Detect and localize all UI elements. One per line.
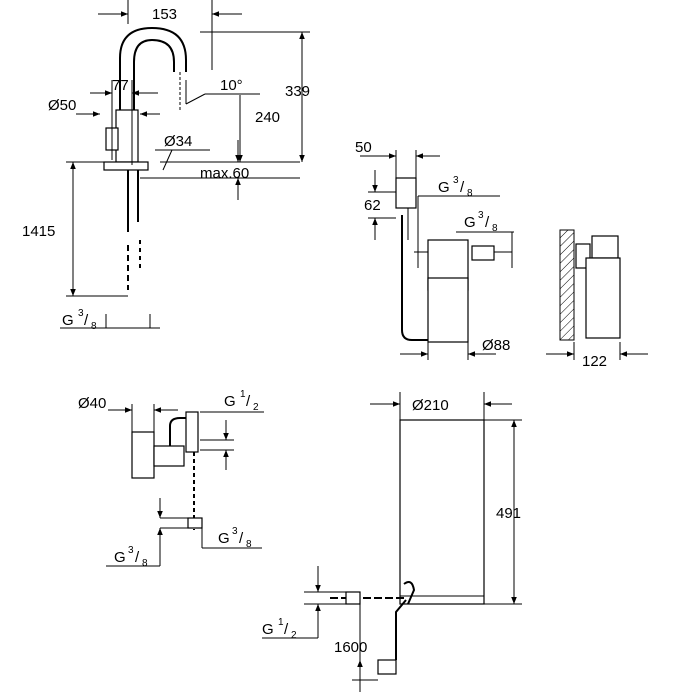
filter-hose <box>401 215 428 341</box>
valve-fitting <box>185 411 199 453</box>
svg-text:3: 3 <box>453 175 459 186</box>
valve-diameter-40-label: Ø40 <box>78 395 106 412</box>
filter-diameter-88-label: Ø88 <box>482 337 510 354</box>
faucet-max-60-label: max.60 <box>200 165 249 182</box>
valve-drawing: Ø40 G 1 / 2 G 3 / 8 G 3 / 8 <box>78 389 264 569</box>
faucet-spout-inner <box>133 38 175 145</box>
svg-text:3: 3 <box>128 545 134 556</box>
filter-thread-2-label: G <box>464 214 476 231</box>
boiler-height-491-label: 491 <box>496 505 521 522</box>
svg-text:/: / <box>84 312 89 329</box>
filter-head-connector <box>395 177 417 209</box>
boiler-drawing: Ø210 491 G 1 / 2 1600 <box>262 392 522 692</box>
svg-text:/: / <box>485 214 490 231</box>
faucet-thread-sub: 8 <box>91 321 97 332</box>
filter-thread-1-label: G <box>438 179 450 196</box>
filter-valve <box>471 245 495 261</box>
svg-text:2: 2 <box>253 402 259 413</box>
boiler-tank <box>399 419 485 605</box>
wall-hatch <box>559 229 575 341</box>
boiler-outlet <box>403 581 416 605</box>
boiler-cable <box>395 599 407 660</box>
svg-text:/: / <box>460 179 465 196</box>
faucet-height-339-label: 339 <box>285 83 310 100</box>
filter-side-cartridge <box>585 257 621 339</box>
faucet-width-153-label: 153 <box>152 6 177 23</box>
svg-text:/: / <box>135 549 140 566</box>
boiler-diameter-210-label: Ø210 <box>412 397 449 414</box>
faucet-body <box>115 109 139 163</box>
filter-width-50-label: 50 <box>355 139 372 156</box>
boiler-connector <box>345 591 361 605</box>
svg-text:1: 1 <box>240 389 246 400</box>
faucet-thread-label: G <box>62 312 74 329</box>
svg-text:1: 1 <box>278 617 284 628</box>
filter-drawing: 50 62 G 3 / 8 G 3 / 8 Ø88 122 <box>355 139 648 370</box>
faucet-diameter-50-label: Ø50 <box>48 97 76 114</box>
filter-cartridge <box>427 277 469 343</box>
svg-text:2: 2 <box>291 630 297 641</box>
valve-thread-half-label: G <box>224 393 236 410</box>
boiler-thread-label: G <box>262 621 274 638</box>
filter-depth-122-label: 122 <box>582 353 607 370</box>
svg-text:/: / <box>284 621 289 638</box>
svg-text:3: 3 <box>478 210 484 221</box>
svg-text:8: 8 <box>246 539 252 550</box>
faucet-base <box>103 161 149 171</box>
faucet-height-1415-label: 1415 <box>22 223 55 240</box>
filter-height-62-label: 62 <box>364 197 381 214</box>
filter-side-head <box>591 235 619 259</box>
svg-text:8: 8 <box>492 223 498 234</box>
svg-text:8: 8 <box>467 188 473 199</box>
faucet-height-240-label: 240 <box>255 109 280 126</box>
faucet-angle-label: 10° <box>220 77 243 94</box>
faucet-width-77-label: 77 <box>112 77 129 94</box>
faucet-spout <box>119 26 187 145</box>
valve-connector <box>187 517 203 529</box>
faucet-drawing: 153 77 Ø50 10° Ø34 240 339 max.60 1415 <box>22 0 310 332</box>
svg-text:3: 3 <box>232 526 238 537</box>
svg-text:8: 8 <box>142 558 148 569</box>
valve-thread-1-label: G <box>114 549 126 566</box>
valve-elbow <box>169 417 190 446</box>
boiler-cable-1600-label: 1600 <box>334 639 367 656</box>
valve-body <box>153 445 185 467</box>
valve-pipe-tee <box>131 431 155 479</box>
svg-text:/: / <box>246 393 251 410</box>
valve-thread-2-label: G <box>218 530 230 547</box>
svg-text:/: / <box>239 530 244 547</box>
faucet-thread-sup: 3 <box>78 308 84 319</box>
boiler-plug <box>377 659 397 675</box>
faucet-diameter-34-label: Ø34 <box>164 133 192 150</box>
